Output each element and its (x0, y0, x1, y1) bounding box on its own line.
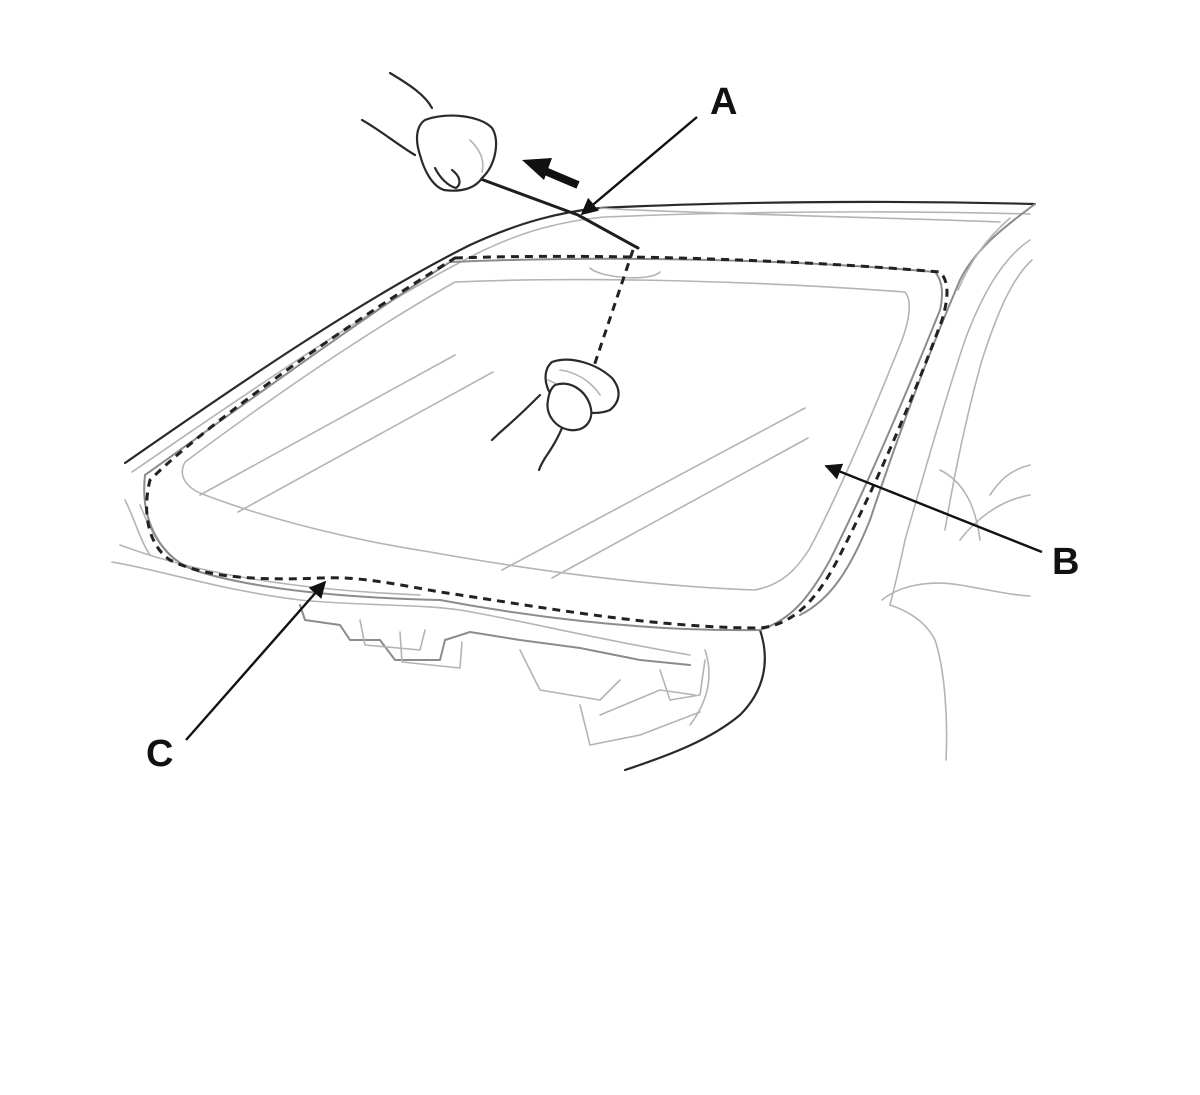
leader-b (824, 463, 1043, 554)
cut-path-dashed-line (145, 249, 949, 630)
inside-hand (490, 382, 593, 472)
callout-a: A (710, 81, 737, 123)
callout-b: B (1052, 541, 1079, 583)
cutting-wire (476, 176, 640, 250)
hand-icon (360, 71, 498, 192)
leader-a (580, 116, 698, 216)
callout-leaders (185, 116, 1043, 741)
leader-c (185, 580, 327, 741)
windshield-glass (143, 257, 944, 632)
direction-arrow-icon (522, 158, 580, 189)
callout-c: C (146, 733, 173, 775)
car-body-outline (111, 200, 1037, 772)
